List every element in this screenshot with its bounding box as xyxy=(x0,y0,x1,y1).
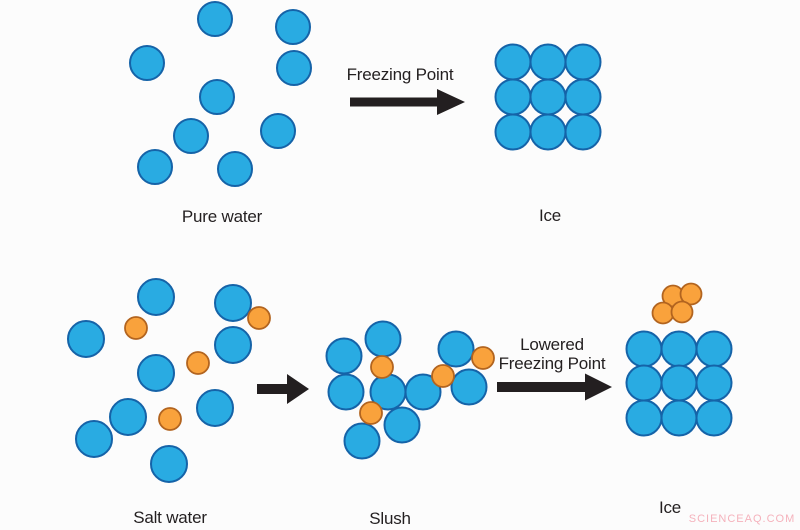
water-molecule xyxy=(137,149,173,185)
salt-molecule xyxy=(431,364,455,388)
water-molecule xyxy=(137,354,175,392)
water-molecule xyxy=(383,406,421,444)
water-molecule xyxy=(197,1,233,37)
salt-molecule xyxy=(670,300,694,324)
ice-bottom-label: Ice xyxy=(658,498,682,517)
salt-molecule xyxy=(158,407,182,431)
water-molecule xyxy=(214,326,252,364)
water-molecule xyxy=(196,389,234,427)
water-molecule xyxy=(75,420,113,458)
water-molecule xyxy=(67,320,105,358)
water-molecule xyxy=(150,445,188,483)
water-molecule xyxy=(494,113,532,151)
water-molecule xyxy=(137,278,175,316)
water-molecule xyxy=(214,284,252,322)
water-molecule xyxy=(260,113,296,149)
water-molecule xyxy=(529,43,567,81)
water-molecule xyxy=(695,399,733,437)
water-molecule xyxy=(660,399,698,437)
water-molecule xyxy=(564,113,602,151)
freezing-point-label: Freezing Point xyxy=(346,65,454,84)
water-molecule xyxy=(695,330,733,368)
water-molecule xyxy=(625,364,663,402)
water-molecule xyxy=(660,364,698,402)
water-molecule xyxy=(529,78,567,116)
water-molecule xyxy=(199,79,235,115)
water-molecule xyxy=(217,151,253,187)
water-molecule xyxy=(325,337,363,375)
water-molecule xyxy=(660,330,698,368)
water-molecule xyxy=(529,113,567,151)
salt-molecule xyxy=(679,282,703,306)
water-molecule xyxy=(404,373,442,411)
lowered-freezing-point-line2: Freezing Point xyxy=(498,354,606,373)
salt-molecule xyxy=(359,401,383,425)
salt-molecule xyxy=(651,301,675,325)
water-molecule xyxy=(129,45,165,81)
lowered-freezing-point-label: Lowered Freezing Point xyxy=(499,335,606,373)
water-molecule xyxy=(173,118,209,154)
salt-molecule xyxy=(186,351,210,375)
water-molecule xyxy=(437,330,475,368)
lowered-freezing-point-line1: Lowered xyxy=(520,335,584,354)
water-molecule xyxy=(450,368,488,406)
water-molecule xyxy=(695,364,733,402)
water-molecule xyxy=(276,50,312,86)
water-molecule xyxy=(564,43,602,81)
salt-molecule xyxy=(370,355,394,379)
salt-molecule xyxy=(124,316,148,340)
water-molecule xyxy=(364,320,402,358)
salt-to-slush-arrow-icon xyxy=(257,374,309,404)
water-molecule xyxy=(494,78,532,116)
salt-water-label: Salt water xyxy=(133,508,207,527)
water-molecule xyxy=(625,399,663,437)
water-molecule xyxy=(327,373,365,411)
salt-molecule xyxy=(247,306,271,330)
water-molecule xyxy=(343,422,381,460)
ice-top-label: Ice xyxy=(538,206,562,225)
water-molecule xyxy=(109,398,147,436)
lowered-freezing-point-arrow-icon xyxy=(497,373,612,401)
salt-molecule xyxy=(471,346,495,370)
freezing-point-arrow-icon xyxy=(350,89,465,115)
water-molecule xyxy=(494,43,532,81)
water-molecule xyxy=(564,78,602,116)
pure-water-label: Pure water xyxy=(181,207,263,226)
water-molecule xyxy=(625,330,663,368)
watermark: SCIENCEAQ.COM xyxy=(688,513,796,525)
water-molecule xyxy=(275,9,311,45)
slush-label: Slush xyxy=(369,509,411,528)
